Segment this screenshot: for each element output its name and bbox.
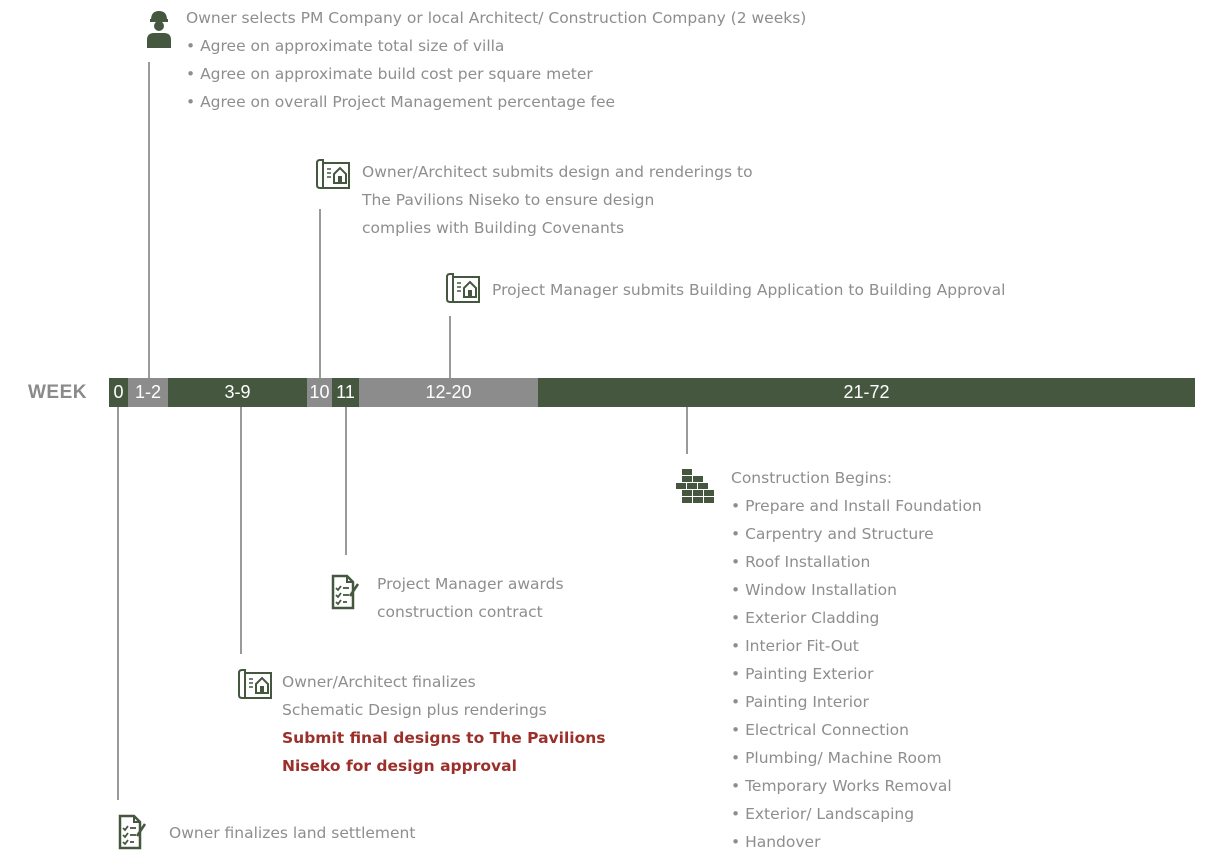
brick-wall-icon [676, 469, 714, 503]
segment-week-0: 0 [109, 378, 128, 407]
owner-selects-bullet: Agree on approximate total size of villa [186, 32, 615, 60]
connector-pm-awards [345, 407, 347, 555]
construction-bullet: Painting Exterior [731, 660, 982, 688]
construction-bullet: Carpentry and Structure [731, 520, 982, 548]
pm-awards-text: Project Manager awards construction cont… [377, 570, 564, 626]
blueprint-icon [446, 273, 480, 303]
blueprint-icon [238, 669, 272, 699]
week-axis-label: WEEK [28, 382, 87, 403]
construction-bullet: Window Installation [731, 576, 982, 604]
connector-architect-finalizes [240, 407, 242, 654]
segment-week-10: 10 [307, 378, 332, 407]
construction-bullet: Painting Interior [731, 688, 982, 716]
architect-submits-line: Owner/Architect submits design and rende… [362, 163, 753, 181]
connector-land-settlement [117, 407, 119, 800]
checklist-icon [331, 574, 360, 610]
construction-bullet: Electrical Connection [731, 716, 982, 744]
owner-selects-list: Agree on approximate total size of villa… [186, 32, 615, 116]
construction-bullet: Handover [731, 828, 982, 856]
pm-awards-line: Project Manager awards [377, 575, 564, 593]
blueprint-icon [316, 159, 350, 189]
architect-finalizes-line: Owner/Architect finalizes [282, 673, 476, 691]
construction-bullet: Roof Installation [731, 548, 982, 576]
construction-bullet: Exterior/ Landscaping [731, 800, 982, 828]
segment-week-3-9: 3-9 [168, 378, 307, 407]
design-approval-highlight: Niseko for design approval [282, 757, 517, 775]
construction-title: Construction Begins: [731, 469, 893, 487]
segment-week-11: 11 [332, 378, 359, 407]
architect-submits-text: Owner/Architect submits design and rende… [362, 158, 753, 242]
segment-week-21-72: 21-72 [538, 378, 1195, 407]
construction-list: Prepare and Install Foundation Carpentry… [731, 492, 982, 856]
design-approval-highlight: Submit final designs to The Pavilions [282, 729, 606, 747]
owner-selects-title: Owner selects PM Company or local Archit… [186, 9, 807, 27]
connector-construction [686, 407, 688, 454]
architect-submits-line: complies with Building Covenants [362, 219, 625, 237]
construction-bullet: Interior Fit-Out [731, 632, 982, 660]
connector-architect-submits [319, 209, 321, 378]
pm-awards-line: construction contract [377, 603, 543, 621]
owner-selects-bullet: Agree on approximate build cost per squa… [186, 60, 615, 88]
architect-finalizes-text: Owner/Architect finalizes Schematic Desi… [282, 668, 605, 780]
owner-selects-bullet: Agree on overall Project Management perc… [186, 88, 615, 116]
architect-submits-line: The Pavilions Niseko to ensure design [362, 191, 655, 209]
connector-owner-selects [148, 62, 150, 378]
segment-week-1-2: 1-2 [128, 378, 168, 407]
pm-submits-text: Project Manager submits Building Applica… [492, 281, 1006, 299]
connector-pm-submits [449, 316, 451, 378]
land-settlement-text: Owner finalizes land settlement [169, 824, 416, 842]
construction-bullet: Plumbing/ Machine Room [731, 744, 982, 772]
checklist-icon [118, 814, 147, 850]
segment-week-12-20: 12-20 [359, 378, 538, 407]
architect-finalizes-line: Schematic Design plus renderings [282, 701, 547, 719]
construction-bullet: Prepare and Install Foundation [731, 492, 982, 520]
construction-bullet: Exterior Cladding [731, 604, 982, 632]
person-icon [147, 11, 171, 48]
construction-bullet: Temporary Works Removal [731, 772, 982, 800]
